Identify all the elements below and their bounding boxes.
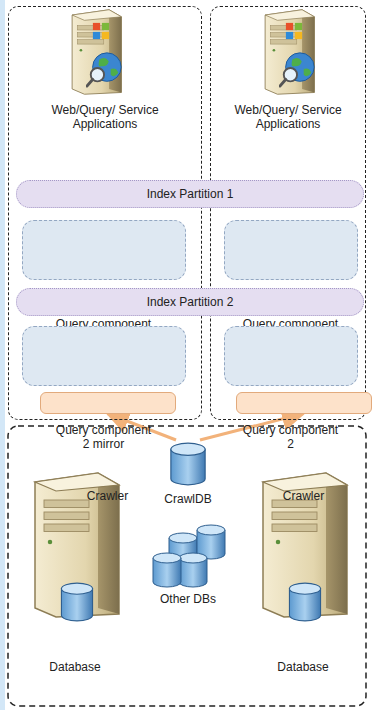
server-group: Web/Query/ Service ApplicationsQuery com… (8, 6, 202, 420)
node-text: Index Partition 1 (147, 187, 234, 201)
crawler-box: Crawler (40, 392, 176, 414)
database-label: Other DBs (140, 592, 236, 606)
crawler-box: Crawler (236, 392, 372, 414)
query-component-box: Query component 2 mirror (22, 326, 186, 386)
server-label: Database (20, 660, 130, 674)
node-text: Crawler (242, 489, 366, 503)
query-component-box: Query component 2 (224, 326, 358, 386)
node-text: CrawlDB (153, 492, 223, 506)
query-component-box: Query component 1 (22, 220, 186, 280)
server-group: Web/Query/ Service ApplicationsQuery com… (210, 6, 366, 420)
node-text: Query component 2 (243, 423, 339, 451)
node-text: Web/Query/ Service Applications (226, 103, 350, 131)
query-component-box: Query component 1 mirror (224, 220, 358, 280)
node-text: Web/Query/ Service Applications (43, 103, 167, 131)
database-cylinder: CrawlDB (163, 440, 213, 506)
index-partition-band: Index Partition 1 (16, 180, 364, 208)
node-text: Crawler (46, 489, 170, 503)
index-partition-band: Index Partition 2 (16, 288, 364, 316)
node-text: Index Partition 2 (147, 295, 234, 309)
node-text: Query component 2 mirror (56, 423, 152, 451)
cylinder-shape (163, 440, 213, 486)
server-label: Database (248, 660, 358, 674)
